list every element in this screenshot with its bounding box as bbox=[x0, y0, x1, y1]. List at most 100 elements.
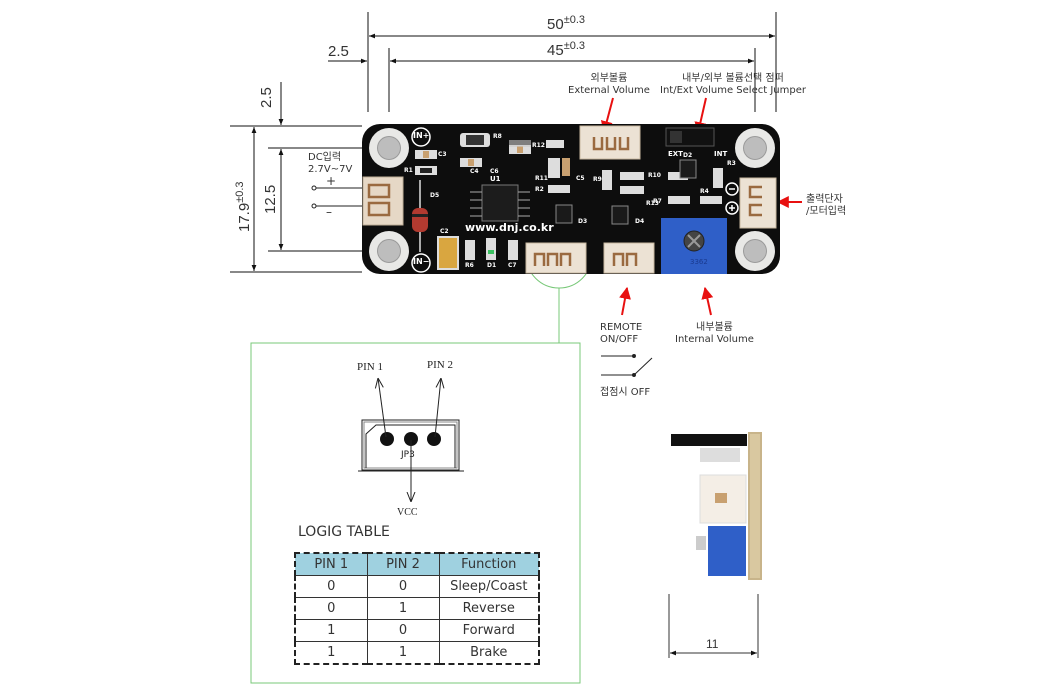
ic-u1 bbox=[470, 184, 530, 222]
logic-table: PIN 1 PIN 2 Function 0 0 Sleep/Coast 0 1… bbox=[294, 552, 540, 665]
dc-input-range: 2.7V~7V bbox=[308, 164, 353, 175]
jp3-connector-drawing bbox=[358, 378, 464, 502]
jumper-label: 내부/외부 볼륨선택 점퍼 Int/Ext Volume Select Jump… bbox=[660, 73, 806, 97]
mount-hole-br bbox=[735, 231, 775, 271]
table-row: 0 0 Sleep/Coast bbox=[295, 575, 539, 598]
pcb-silk-r13: R13 bbox=[646, 200, 659, 207]
side-view bbox=[671, 432, 762, 580]
pcb-silk-d3: D3 bbox=[578, 218, 588, 225]
dim-50-label: 50±0.3 bbox=[547, 14, 585, 33]
header-pin1: PIN 1 bbox=[295, 553, 367, 576]
dc-minus-label: – bbox=[326, 205, 332, 219]
int-volume-ko: 내부볼륨 bbox=[696, 322, 733, 333]
dc-input-ko: DC입력 bbox=[308, 152, 342, 163]
dim-11-label: 11 bbox=[706, 637, 719, 651]
pcb-silk-r7: R7 bbox=[653, 198, 662, 205]
pcb-silk-r11: R11 bbox=[535, 175, 548, 182]
cell-function: Brake bbox=[438, 641, 539, 664]
capacitor-c2 bbox=[437, 236, 459, 270]
arrow-remote bbox=[619, 286, 631, 316]
mount-hole-bl bbox=[369, 231, 409, 271]
dim-50-value: 50 bbox=[547, 16, 564, 33]
dc-plus-label: + bbox=[326, 174, 337, 188]
dim-12.5-label: 12.5 bbox=[262, 184, 279, 214]
dim-45-value: 45 bbox=[547, 42, 564, 59]
external-volume-connector bbox=[579, 125, 641, 160]
pcb-silk-r2: R2 bbox=[535, 186, 544, 193]
int-volume-label: 내부볼륨 Internal Volume bbox=[675, 322, 754, 346]
int-ext-jumper bbox=[665, 127, 715, 147]
pcb-silk-c2: C2 bbox=[440, 228, 449, 235]
remote-line-2: ON/OFF bbox=[600, 334, 639, 345]
contact-off-label: 접점시 OFF bbox=[600, 387, 651, 398]
table-row: 1 1 Brake bbox=[295, 641, 539, 664]
internal-volume-pot bbox=[661, 218, 727, 274]
jp3-label: JP3 bbox=[401, 450, 415, 460]
logic-table-title: LOGIG TABLE bbox=[298, 524, 390, 540]
pcb-silk-r6: R6 bbox=[465, 262, 474, 269]
transistor-d2 bbox=[679, 159, 697, 179]
pcb-silk-ext: EXT bbox=[668, 150, 683, 158]
dim-17.9-value: 17.9 bbox=[236, 202, 253, 232]
cell-function: Forward bbox=[438, 619, 539, 642]
dc-input-label: DC입력 2.7V~7V bbox=[308, 152, 352, 176]
output-ko-1: 출력단자 bbox=[806, 194, 843, 205]
pcb-silk-in-plus: IN+ bbox=[413, 131, 430, 140]
pcb-silk-r1: R1 bbox=[404, 167, 413, 174]
pcb-silk-in-minus: IN− bbox=[413, 257, 430, 266]
ext-volume-en: External Volume bbox=[568, 85, 650, 96]
cell-pin1: 1 bbox=[295, 619, 367, 642]
mount-hole-tl bbox=[369, 128, 409, 168]
header-function: Function bbox=[438, 553, 539, 576]
table-row: 0 1 Reverse bbox=[295, 597, 539, 620]
dc-input-connector bbox=[362, 176, 404, 226]
cell-pin1: 1 bbox=[327, 645, 336, 660]
pcb-silk-int: INT bbox=[714, 150, 728, 158]
cell-pin2: 0 bbox=[366, 575, 439, 598]
dc-plus-terminal bbox=[311, 185, 317, 191]
dim-2.5-top-label: 2.5 bbox=[258, 87, 275, 108]
pcb-silk-r3: R3 bbox=[727, 160, 736, 167]
ext-volume-ko: 외부볼륨 bbox=[590, 73, 628, 84]
cell-function: Sleep/Coast bbox=[438, 575, 539, 598]
pcb-silk-c6: C6 bbox=[490, 168, 499, 175]
transistor-d4 bbox=[611, 205, 629, 225]
header-pin2: PIN 2 bbox=[366, 553, 439, 576]
remote-onoff-connector bbox=[603, 242, 655, 274]
jumper-en: Int/Ext Volume Select Jumper bbox=[660, 85, 806, 96]
detail-frame bbox=[250, 342, 581, 684]
vcc-label: VCC bbox=[397, 507, 418, 518]
pcb-silk-r4: R4 bbox=[700, 188, 709, 195]
transistor-d3 bbox=[555, 204, 573, 224]
pcb-silk-r9: R9 bbox=[593, 176, 602, 183]
pcb-silk-c3: C3 bbox=[438, 151, 447, 158]
cell-pin2: 0 bbox=[366, 619, 439, 642]
dim-17.9-tol: ±0.3 bbox=[234, 181, 246, 203]
pcb-silk-d4: D4 bbox=[635, 218, 645, 225]
cell-function: Reverse bbox=[438, 597, 539, 620]
int-volume-en: Internal Volume bbox=[675, 334, 754, 345]
jumper-ko: 내부/외부 볼륨선택 점퍼 bbox=[682, 73, 784, 84]
pcb-board bbox=[362, 124, 780, 274]
output-connector bbox=[739, 177, 777, 229]
switch-lever bbox=[633, 357, 653, 376]
pcb-silk-r12: R12 bbox=[532, 142, 545, 149]
pcb-silk-c7: C7 bbox=[508, 262, 517, 269]
diode-d5 bbox=[412, 180, 428, 252]
dim-45-tol: ±0.3 bbox=[563, 40, 586, 52]
dim-50-tol: ±0.3 bbox=[563, 14, 586, 26]
pcb-silk-r8: R8 bbox=[493, 133, 502, 140]
pcb-silk-c4: C4 bbox=[470, 168, 479, 175]
pcb-silk-u1: U1 bbox=[490, 175, 501, 183]
remote-connector bbox=[525, 242, 587, 274]
dim-45-label: 45±0.3 bbox=[547, 40, 585, 59]
pin1-label: PIN 1 bbox=[357, 361, 383, 373]
pcb-silk-d1: D1 bbox=[487, 262, 497, 269]
ext-volume-label: 외부볼륨 External Volume bbox=[568, 73, 650, 97]
pin2-label: PIN 2 bbox=[427, 359, 453, 371]
dim-17.9-label: 17.9±0.3 bbox=[234, 181, 253, 232]
mount-hole-tr bbox=[735, 128, 775, 168]
pcb-silk-d5: D5 bbox=[430, 192, 440, 199]
remote-label: REMOTE ON/OFF bbox=[600, 322, 642, 346]
